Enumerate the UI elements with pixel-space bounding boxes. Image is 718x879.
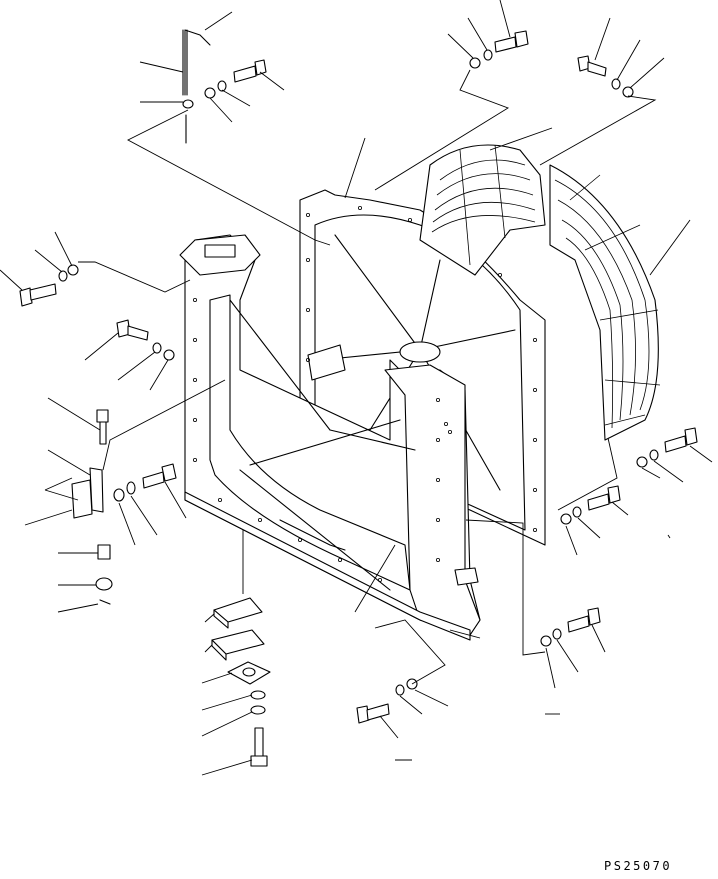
hardware [19, 29, 698, 767]
pin [184, 29, 211, 96]
leader-lines [0, 0, 713, 776]
figure-code: PS25070 [604, 859, 673, 873]
left-radiator-frame [179, 234, 481, 641]
fan-guard-upper [419, 144, 546, 276]
fan-guard-lower [549, 164, 661, 441]
